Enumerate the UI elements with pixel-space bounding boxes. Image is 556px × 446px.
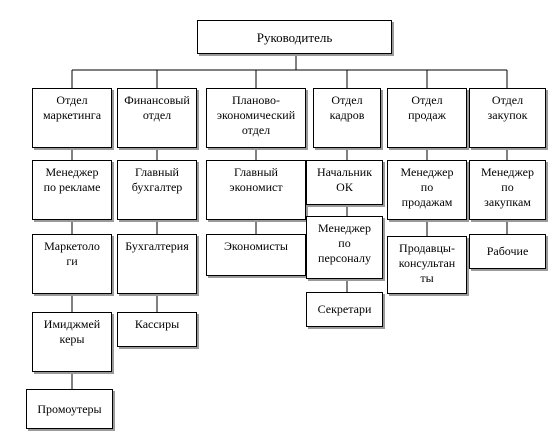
node-image-makers: Имиджмей керы <box>32 312 112 372</box>
node-director: Руководитель <box>197 20 392 54</box>
node-sales-manager: Менеджер по продажам <box>387 160 467 220</box>
node-hr-head: Начальник ОК <box>306 160 383 205</box>
node-marketers: Маркетоло ги <box>32 234 112 294</box>
node-chief-economist: Главный экономист <box>206 160 306 220</box>
node-department-planning: Планово- экономический отдел <box>206 88 306 148</box>
node-workers: Рабочие <box>469 234 546 269</box>
node-personnel-manager: Менеджер по персоналу <box>306 216 383 279</box>
node-chief-accountant: Главный бухгалтер <box>117 160 197 220</box>
node-department-marketing: Отдел маркетинга <box>32 88 112 148</box>
node-department-hr: Отдел кадров <box>313 88 381 148</box>
node-advertising-manager: Менеджер по рекламе <box>32 160 112 220</box>
node-sales-consultants: Продавцы- консультан ты <box>387 236 467 294</box>
node-secretaries: Секретари <box>306 292 383 327</box>
node-economists: Экономисты <box>206 234 306 276</box>
node-department-procurement: Отдел закупок <box>469 88 546 148</box>
node-department-sales: Отдел продаж <box>387 88 467 148</box>
node-department-finance: Финансовый отдел <box>117 88 197 148</box>
node-accounting: Бухгалтерия <box>117 234 197 294</box>
node-cashiers: Кассиры <box>117 312 197 347</box>
node-procurement-manager: Менеджер по закупкам <box>469 160 546 220</box>
node-promoters: Промоутеры <box>26 389 113 429</box>
